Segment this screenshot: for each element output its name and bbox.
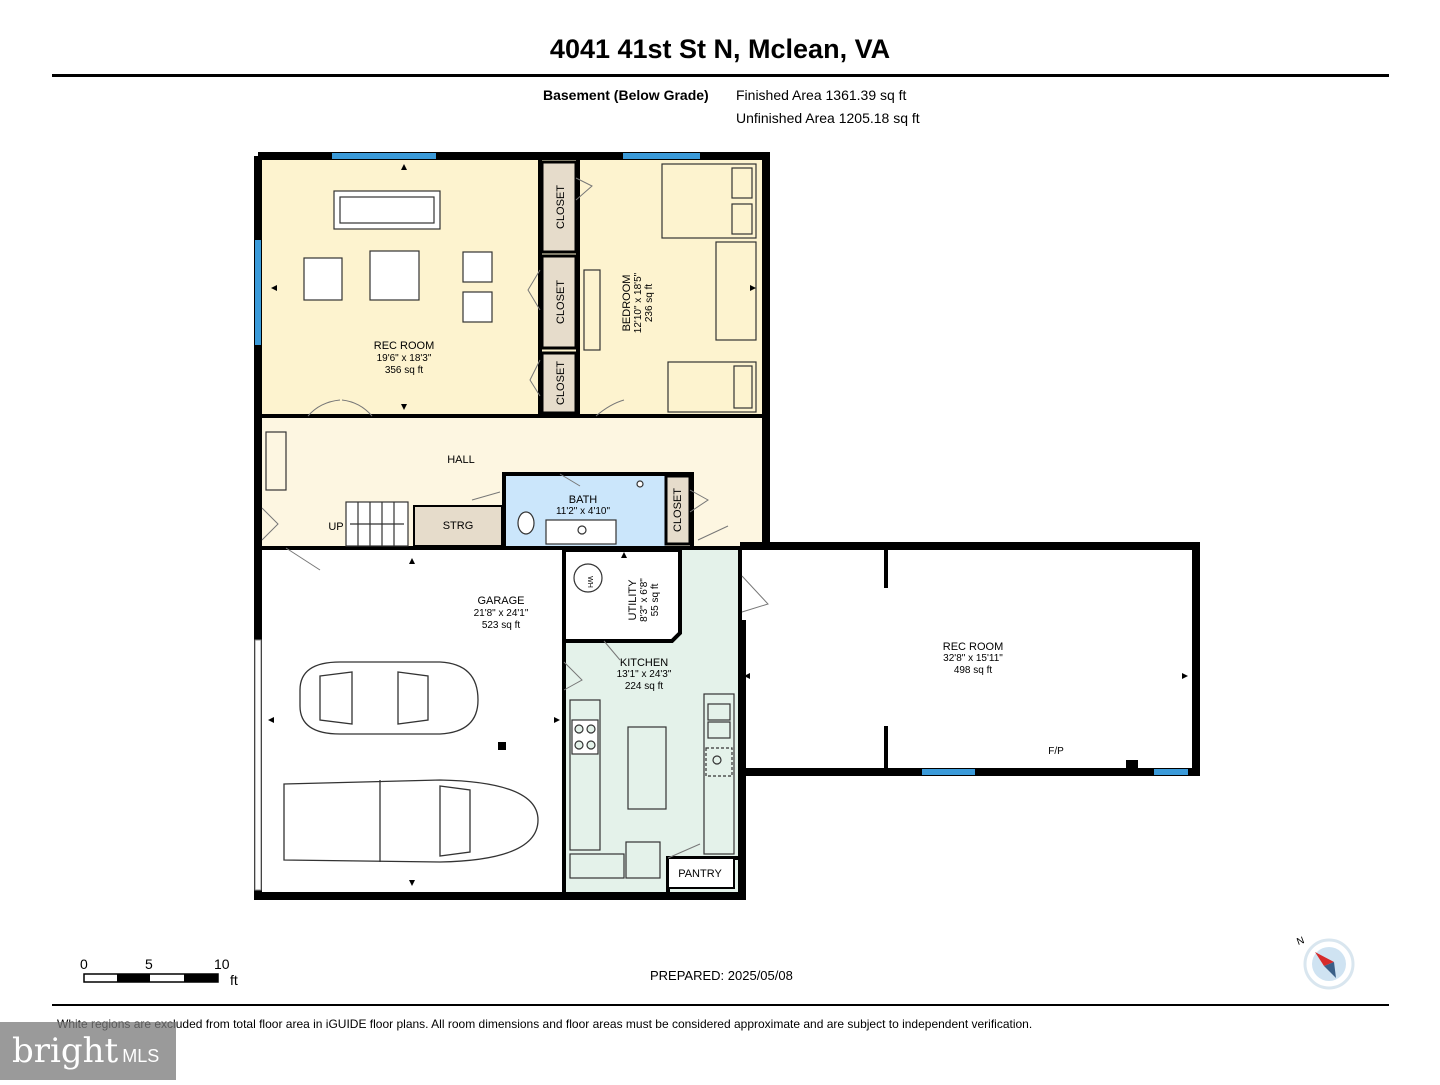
bedroom-area: 236 sq ft bbox=[644, 284, 655, 323]
kitchen-dims: 13'1" x 24'3" bbox=[617, 669, 672, 680]
utility-fill bbox=[566, 550, 680, 641]
bedroom-dims: 12'10" x 18'5" bbox=[633, 272, 644, 333]
brand-name: bright bbox=[12, 1031, 119, 1071]
water-heater-label: WH bbox=[586, 576, 593, 588]
pantry-label: PANTRY bbox=[678, 868, 722, 880]
disclaimer: White regions are excluded from total fl… bbox=[57, 1017, 1033, 1031]
kitchen-fixtures bbox=[569, 693, 735, 879]
garage-door bbox=[254, 639, 262, 891]
unfinished-area: Unfinished Area 1205.18 sq ft bbox=[736, 110, 920, 126]
brand-suffix: MLS bbox=[122, 1046, 160, 1066]
garage-name: GARAGE bbox=[477, 595, 524, 607]
kitchen-name: KITCHEN bbox=[620, 657, 668, 669]
garage-dims: 21'8" x 24'1" bbox=[474, 608, 529, 619]
closet-1 bbox=[540, 160, 578, 254]
fireplace-mark bbox=[1126, 760, 1138, 768]
scale-unit: ft bbox=[230, 972, 238, 988]
header-rule bbox=[52, 74, 1389, 77]
pantry bbox=[667, 857, 735, 889]
bedroom-name: BEDROOM bbox=[621, 275, 633, 332]
rec-room-1-dims: 19'6" x 18'3" bbox=[377, 353, 432, 364]
prepared-date: PREPARED: 2025/05/08 bbox=[650, 968, 793, 983]
bedroom-furniture bbox=[583, 163, 757, 413]
rec-room-1-name: REC ROOM bbox=[374, 340, 435, 352]
stairs bbox=[265, 431, 409, 547]
page-title: 4041 41st St N, Mclean, VA bbox=[549, 34, 891, 64]
room-labels: REC ROOM 19'6" x 18'3" 356 sq ft BEDROOM… bbox=[328, 185, 1064, 880]
truck-icon bbox=[283, 779, 539, 863]
garage-post bbox=[498, 742, 506, 750]
kitchen-area: 224 sq ft bbox=[625, 681, 664, 692]
garage-area: 523 sq ft bbox=[482, 620, 521, 631]
closet-3-label: CLOSET bbox=[555, 361, 567, 405]
hall-label: HALL bbox=[447, 454, 475, 466]
closet-4-label: CLOSET bbox=[672, 488, 684, 532]
stairs-up-label: UP bbox=[328, 521, 343, 533]
door-swings bbox=[261, 177, 769, 859]
utility-area: 55 sq ft bbox=[650, 583, 661, 616]
closet-1-label: CLOSET bbox=[555, 185, 567, 229]
level-label: Basement (Below Grade) bbox=[543, 87, 709, 103]
car-icon bbox=[299, 661, 479, 735]
finished-area: Finished Area 1361.39 sq ft bbox=[736, 87, 907, 103]
scale-tick-5: 5 bbox=[145, 956, 153, 972]
utility-dims: 8'3" x 6'8" bbox=[639, 578, 650, 622]
closet-2 bbox=[540, 254, 578, 350]
storage-label: STRG bbox=[443, 520, 474, 532]
rec-room-2-name: REC ROOM bbox=[943, 641, 1004, 653]
rec-room-2-area: 498 sq ft bbox=[954, 665, 993, 676]
bath-dims: 11'2" x 4'10" bbox=[556, 506, 611, 517]
closet-3 bbox=[540, 351, 578, 415]
fireplace-label: F/P bbox=[1048, 746, 1064, 757]
utility-name: UTILITY bbox=[627, 579, 639, 621]
scale-tick-0: 0 bbox=[80, 956, 88, 972]
compass-icon bbox=[1303, 938, 1355, 990]
floor-plan: REC ROOM 19'6" x 18'3" 356 sq ft BEDROOM… bbox=[83, 152, 1355, 990]
water-heater-icon bbox=[573, 563, 603, 593]
bath-name: BATH bbox=[569, 494, 598, 506]
closet-2-label: CLOSET bbox=[555, 280, 567, 324]
rec-room-furniture bbox=[303, 190, 493, 323]
scale-bar bbox=[83, 973, 219, 983]
scale-tick-10: 10 bbox=[214, 956, 230, 972]
windows bbox=[255, 153, 1188, 775]
rec-room-2-dims: 32'8" x 15'11" bbox=[943, 653, 1003, 664]
bath-fixtures bbox=[517, 480, 644, 545]
rec-room-1-area: 356 sq ft bbox=[385, 365, 424, 376]
footer-rule bbox=[52, 1004, 1389, 1006]
dimension-markers bbox=[268, 164, 1188, 886]
